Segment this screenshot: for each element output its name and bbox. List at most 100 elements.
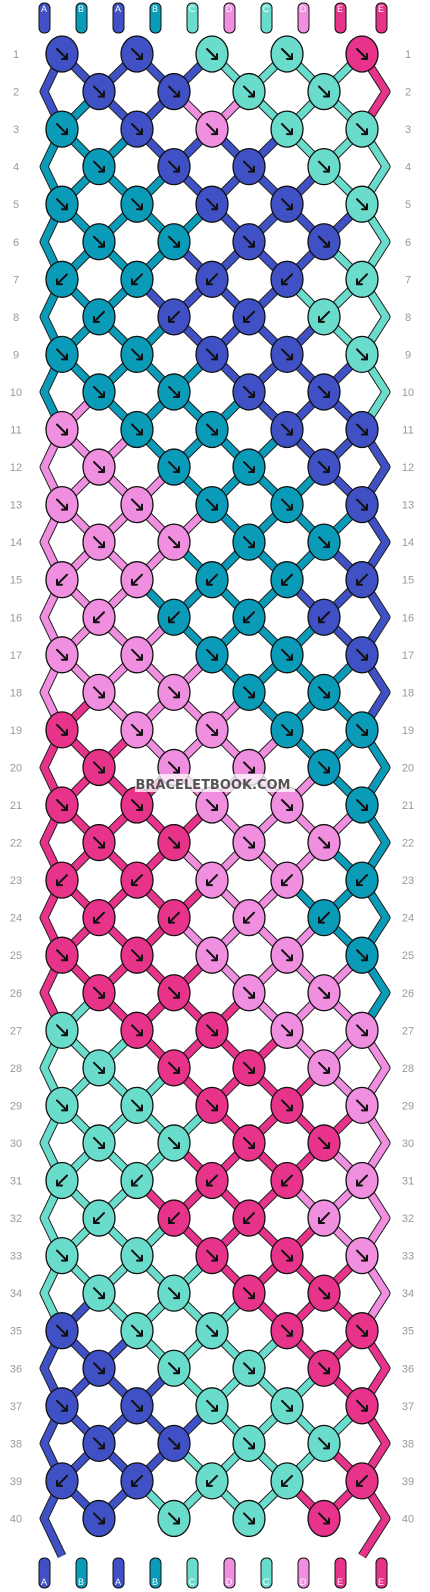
knot-arrow-icon xyxy=(93,611,105,624)
knot-arrow-icon xyxy=(318,686,330,699)
knot-arrow-icon xyxy=(243,911,255,924)
row-number-left: 40 xyxy=(10,1513,22,1525)
row-number-right: 12 xyxy=(402,462,414,474)
strand-letter-label: E xyxy=(337,4,343,14)
row-number-right: 2 xyxy=(405,87,411,99)
knot xyxy=(232,448,266,486)
knot xyxy=(345,485,379,524)
knot-arrow-icon xyxy=(243,160,255,173)
row-number-right: 16 xyxy=(402,612,414,624)
knot xyxy=(157,1199,191,1237)
row-number-left: 39 xyxy=(10,1476,22,1488)
knot-arrow-icon xyxy=(93,85,105,98)
knot-arrow-icon xyxy=(206,423,218,436)
knot-arrow-icon xyxy=(93,235,105,248)
row-number-right: 26 xyxy=(402,988,414,1000)
knot-arrow-icon xyxy=(131,1249,143,1262)
knot xyxy=(232,1424,266,1462)
knot-arrow-icon xyxy=(56,198,68,211)
knot-arrow-icon xyxy=(56,874,68,887)
row-number-left: 28 xyxy=(10,1063,22,1075)
row-number-left: 14 xyxy=(10,537,22,549)
knot-arrow-icon xyxy=(93,911,105,924)
knot-arrow-icon xyxy=(281,874,293,887)
knot-arrow-icon xyxy=(206,498,218,511)
knot xyxy=(195,185,229,223)
knot xyxy=(307,373,341,411)
knot-arrow-icon xyxy=(206,874,218,887)
row-number-left: 5 xyxy=(13,199,19,211)
knot-arrow-icon xyxy=(243,1512,255,1525)
knot xyxy=(307,523,341,561)
strand-letter-label: E xyxy=(378,1577,384,1587)
row-number-right: 19 xyxy=(402,725,414,737)
knot-arrow-icon xyxy=(281,1324,293,1337)
knot xyxy=(232,373,266,411)
row-number-left: 6 xyxy=(13,237,19,249)
knot-arrow-icon xyxy=(168,911,180,924)
knot xyxy=(82,1424,116,1462)
knot-arrow-icon xyxy=(243,85,255,98)
knot-arrow-icon xyxy=(356,648,368,661)
knot-arrow-icon xyxy=(281,348,293,361)
knot xyxy=(307,1199,341,1237)
knot xyxy=(232,974,266,1012)
knot xyxy=(345,185,379,223)
knot-arrow-icon xyxy=(356,423,368,436)
row-number-left: 30 xyxy=(10,1138,22,1150)
knot xyxy=(195,711,229,749)
knot xyxy=(45,1086,79,1125)
knot-arrow-icon xyxy=(318,1061,330,1074)
knot-arrow-icon xyxy=(281,498,293,511)
knot xyxy=(120,1011,154,1049)
knot xyxy=(195,485,229,524)
knot xyxy=(307,673,341,711)
knot xyxy=(120,861,154,899)
row-number-left: 18 xyxy=(10,687,22,699)
knot-arrow-icon xyxy=(131,723,143,736)
knot xyxy=(157,598,191,636)
knot-arrow-icon xyxy=(56,348,68,361)
knot xyxy=(45,1312,79,1350)
knot-arrow-icon xyxy=(281,1249,293,1262)
knot xyxy=(45,861,79,899)
knot-arrow-icon xyxy=(56,1474,68,1487)
row-number-right: 14 xyxy=(402,537,414,549)
knot xyxy=(232,1499,266,1538)
knot-arrow-icon xyxy=(356,1399,368,1412)
watermark-group: BRACELETBOOK.COM xyxy=(135,774,295,793)
knot xyxy=(45,1011,79,1049)
knot-arrow-icon xyxy=(206,1324,218,1337)
knot-arrow-icon xyxy=(168,611,180,624)
knot xyxy=(232,523,266,561)
row-number-left: 9 xyxy=(13,349,19,361)
knot-arrow-icon xyxy=(243,461,255,474)
knot xyxy=(82,1274,116,1312)
knot-arrow-icon xyxy=(281,48,293,60)
knot xyxy=(82,1049,116,1087)
knot xyxy=(270,786,304,824)
row-number-left: 25 xyxy=(10,950,22,962)
knot xyxy=(195,1161,229,1200)
knot xyxy=(307,899,341,937)
strand-letter-label: D xyxy=(300,1577,307,1587)
knot xyxy=(345,786,379,824)
knot-arrow-icon xyxy=(356,1249,368,1262)
knot-arrow-icon xyxy=(131,198,143,211)
knot-arrow-icon xyxy=(243,1136,255,1149)
knot-arrow-icon xyxy=(356,1474,368,1487)
row-number-left: 27 xyxy=(10,1025,22,1037)
strand-letter-label: A xyxy=(115,1577,121,1587)
knot xyxy=(45,786,79,824)
knot-arrow-icon xyxy=(131,1174,143,1187)
knot-arrow-icon xyxy=(93,310,105,323)
knot-arrow-icon xyxy=(93,1287,105,1300)
knot xyxy=(157,1124,191,1162)
knot xyxy=(232,1199,266,1237)
knot xyxy=(195,1462,229,1500)
knot xyxy=(345,335,379,374)
knot xyxy=(195,260,229,298)
row-number-right: 27 xyxy=(402,1025,414,1037)
knot-arrow-icon xyxy=(356,498,368,511)
strand-letter-label: A xyxy=(41,4,47,14)
